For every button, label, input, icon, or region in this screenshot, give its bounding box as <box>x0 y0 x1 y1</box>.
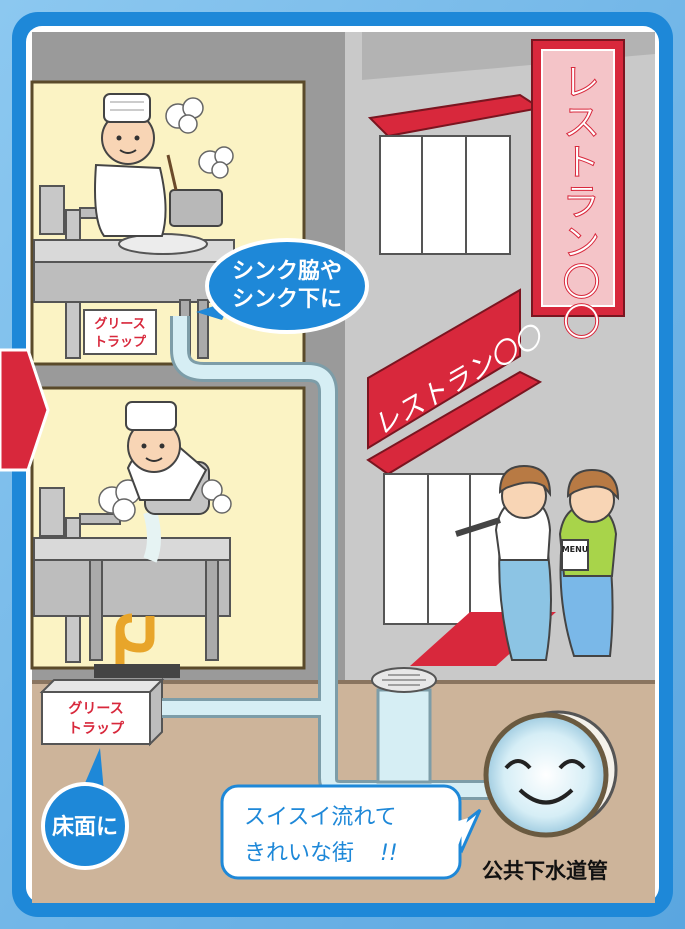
sewer-pipe-label: 公共下水道管 <box>482 859 608 883</box>
floor-grate <box>94 664 180 678</box>
sink-bubble-line1: シンク脇や <box>232 258 342 284</box>
steam-icon <box>165 97 234 179</box>
vertical-restaurant-sign: レストラン〇〇 <box>531 39 625 343</box>
customers-icon: MENU <box>455 464 620 661</box>
message-bubble: スイスイ流れて きれいな街 !! <box>220 784 482 880</box>
vertical-sign-text: レストラン〇〇 <box>556 62 600 342</box>
grease-trap-lower-label-1: グリース <box>68 700 123 717</box>
grease-trap-upper <box>83 309 157 355</box>
awning-restaurant-sign: レストラン〇〇 <box>366 288 550 476</box>
sink-bubble-line2: シンク下に <box>232 287 342 312</box>
menu-card-text: MENU <box>562 545 589 554</box>
lower-kitchen <box>33 401 232 678</box>
grease-trap-upper-label-2: トラップ <box>94 335 147 350</box>
chef-upper-icon <box>94 93 167 237</box>
menu-card-icon <box>561 539 589 571</box>
left-arrow-icon <box>0 348 50 472</box>
chef-lower-icon <box>125 401 208 501</box>
upper-canopy <box>367 93 543 255</box>
grease-trap-lower-label-2: トラップ <box>68 721 125 737</box>
grease-trap-upper-label-1: グリース <box>94 316 145 332</box>
floor-bubble-text: 床面に <box>52 814 118 840</box>
message-line1: スイスイ流れて <box>244 805 397 830</box>
scene: グリース トラップ <box>30 32 655 903</box>
upper-kitchen: グリース トラップ <box>33 93 235 359</box>
grease-trap-lower: グリース トラップ <box>39 677 165 747</box>
message-suffix: !! <box>380 841 398 866</box>
sewer-pipe-icon <box>483 710 618 838</box>
floor-speech-bubble: 床面に <box>41 748 129 870</box>
cooking-pot-icon <box>169 189 223 227</box>
sink-speech-bubble: シンク脇や シンク下に <box>196 238 369 334</box>
message-line2: きれいな街 <box>244 841 354 866</box>
